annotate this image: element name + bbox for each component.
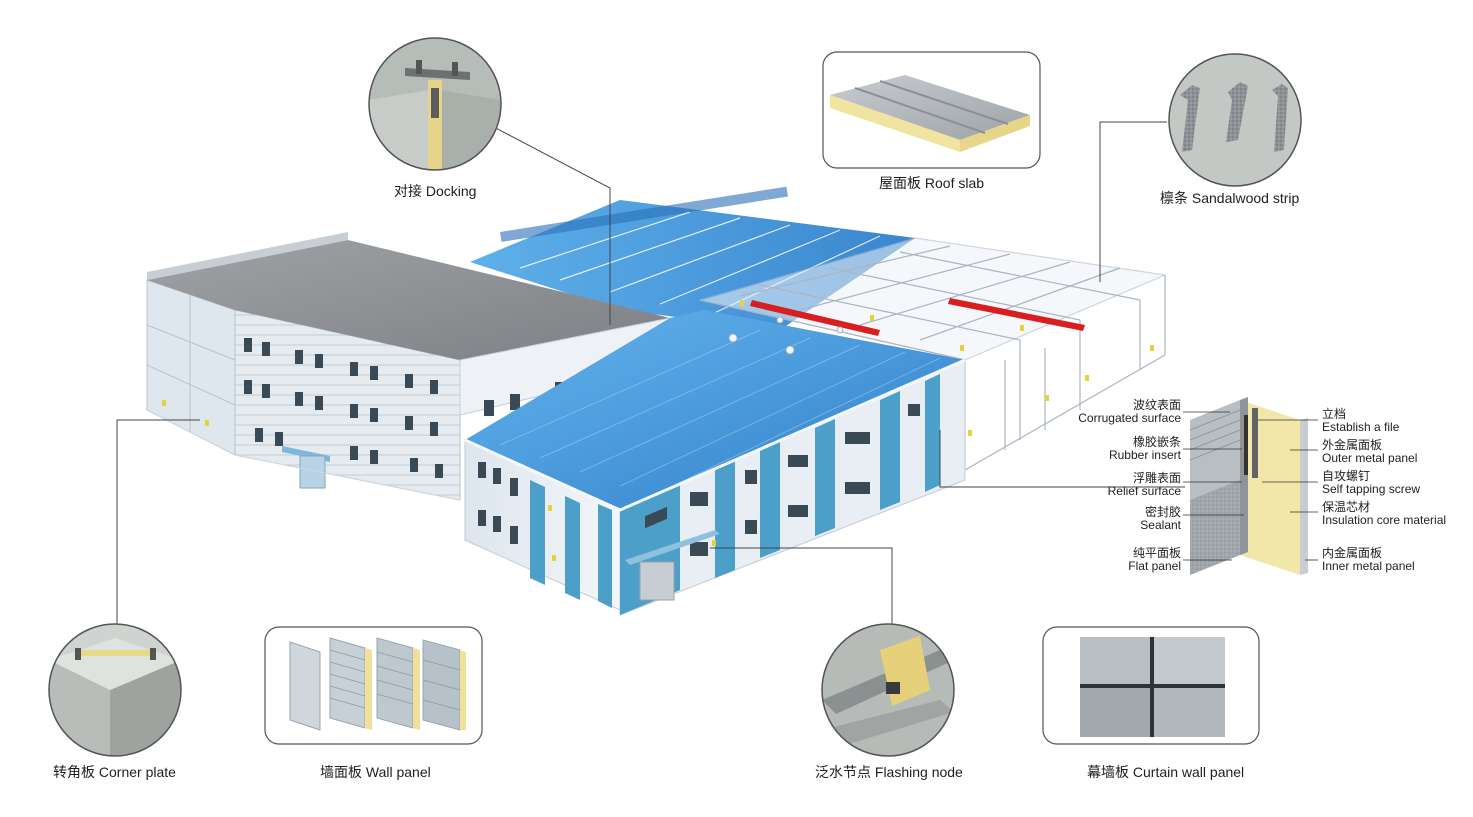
legend-cn-outer-metal: 外金属面板 (1322, 438, 1383, 452)
red-beam (948, 298, 1085, 331)
building (146, 186, 1168, 616)
legend-en-inner-metal: Inner metal panel (1322, 559, 1415, 573)
red-beam (750, 300, 880, 336)
left-block-floors (146, 295, 236, 432)
corner-plate-detail (48, 623, 182, 757)
legend-en-rubber-insert: Rubber insert (1108, 448, 1181, 462)
main-roof (465, 310, 965, 510)
corner-plate-label: 转角板 Corner plate (53, 764, 176, 780)
roof-vents (728, 316, 844, 355)
legend-en-self-tapping: Self tapping screw (1322, 482, 1421, 496)
legend-cn-self-tapping: 自攻螺钉 (1322, 469, 1371, 483)
left-block-roof (147, 240, 670, 360)
legend-en-flat-panel: Flat panel (1128, 559, 1181, 573)
main-block-side-panels (530, 480, 612, 608)
main-roof-ribs (499, 329, 941, 493)
legend-cn-establish-file: 立档 (1322, 407, 1347, 421)
legend-cn-inner-metal: 内金属面板 (1322, 546, 1383, 560)
wall-section-detail (1183, 397, 1318, 575)
main-block-side-windows (478, 462, 518, 544)
legend-cn-rubber-insert: 橡胶嵌条 (1132, 435, 1181, 449)
docking-detail (368, 37, 502, 171)
legend-cn-flat-panel: 纯平面板 (1132, 546, 1181, 560)
legend-en-establish-file: Establish a file (1322, 420, 1400, 434)
purlin-detail (1168, 53, 1302, 187)
leader-lines (116, 121, 1185, 625)
flashing-node-label: 泛水节点 Flashing node (815, 764, 963, 780)
steel-frame (699, 237, 1168, 471)
flashing-node-detail (821, 623, 955, 757)
legend-en-corrugated: Corrugated surface (1078, 411, 1181, 425)
legend-en-outer-metal: Outer metal panel (1322, 451, 1418, 465)
left-block-side (146, 279, 236, 456)
docking-label: 对接 Docking (394, 183, 477, 199)
front-canopy (625, 530, 720, 565)
markers (162, 300, 1154, 561)
main-block-front-windows (645, 404, 920, 556)
legend-cn-relief-surface: 浮雕表面 (1132, 471, 1181, 485)
legend-cn-insulation-core: 保温芯材 (1322, 500, 1371, 514)
legend-en-sealant: Sealant (1140, 518, 1181, 532)
legend-cn-sealant: 密封胶 (1144, 505, 1181, 519)
legend-en-insulation-core: Insulation core material (1322, 513, 1447, 527)
roof-slab-detail (822, 51, 1041, 169)
curtain-wall-detail (1042, 626, 1260, 745)
sandalwood-strip-label: 檩条 Sandalwood strip (1160, 190, 1300, 206)
curtain-wall-panel-label: 幕墙板 Curtain wall panel (1087, 764, 1245, 780)
legend-cn-corrugated: 波纹表面 (1132, 398, 1181, 412)
roof-slab-label: 屋面板 Roof slab (879, 175, 985, 191)
legend-en-relief-surface: Relief surface (1107, 484, 1181, 498)
wall-panel-label: 墙面板 Wall panel (320, 764, 431, 780)
wall-panel-detail (264, 626, 483, 745)
